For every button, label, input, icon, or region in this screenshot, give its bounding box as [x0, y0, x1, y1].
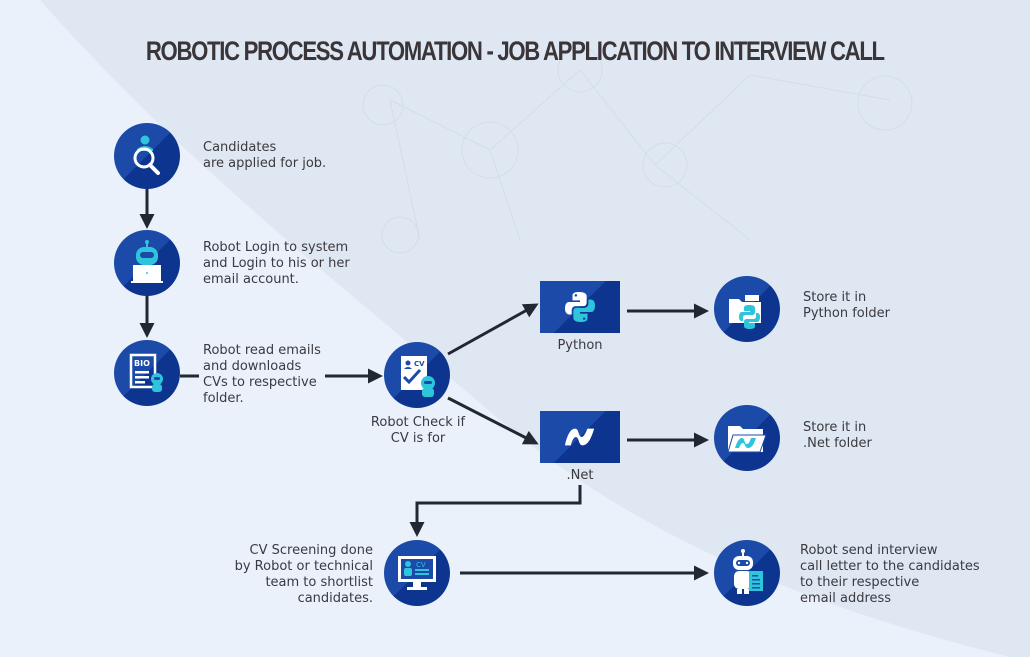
node-check-cv: CV [384, 342, 450, 408]
svg-text:BIO: BIO [134, 359, 150, 368]
label-dotnet-folder: Store it in .Net folder [803, 420, 872, 451]
node-read-emails: BIO [114, 340, 180, 406]
label-robot-login: Robot Login to system and Login to his o… [203, 240, 350, 287]
node-candidates [114, 123, 180, 189]
label-cv-screening: CV Screening done by Robot or technical … [234, 543, 373, 606]
candidate-search-icon [133, 135, 160, 175]
label-check-cv: Robot Check if CV is for [370, 415, 466, 446]
dotnet-logo-icon [565, 428, 595, 446]
monitor-cv-icon: CV [398, 556, 436, 590]
node-python [540, 281, 620, 333]
robot-letter-icon [733, 549, 763, 594]
label-python: Python [557, 338, 603, 353]
node-cv-screening: CV [384, 540, 450, 606]
node-send-interview [714, 540, 780, 606]
python-logo-icon [565, 292, 595, 322]
python-folder-icon [729, 295, 761, 329]
node-python-folder [714, 276, 780, 342]
bio-document-robot-icon: BIO [129, 353, 163, 392]
label-dotnet: .Net [566, 468, 594, 483]
node-robot-login [114, 230, 180, 296]
label-read-emails: Robot read emails and downloads CVs to r… [203, 343, 321, 406]
svg-text:CV: CV [414, 360, 425, 368]
svg-text:CV: CV [416, 561, 426, 569]
background-network-decoration [362, 47, 913, 254]
page-title: ROBOTIC PROCESS AUTOMATION - JOB APPLICA… [145, 36, 885, 66]
dotnet-folder-icon [727, 426, 767, 453]
node-dotnet-folder [714, 405, 780, 471]
node-dotnet [540, 411, 620, 463]
label-candidates: Candidates are applied for job. [203, 140, 327, 171]
label-python-folder: Store it in Python folder [803, 290, 890, 321]
label-send-interview: Robot send interview call letter to the … [800, 543, 980, 606]
cv-check-robot-icon: CV [401, 356, 435, 397]
robot-laptop-icon [131, 240, 163, 283]
